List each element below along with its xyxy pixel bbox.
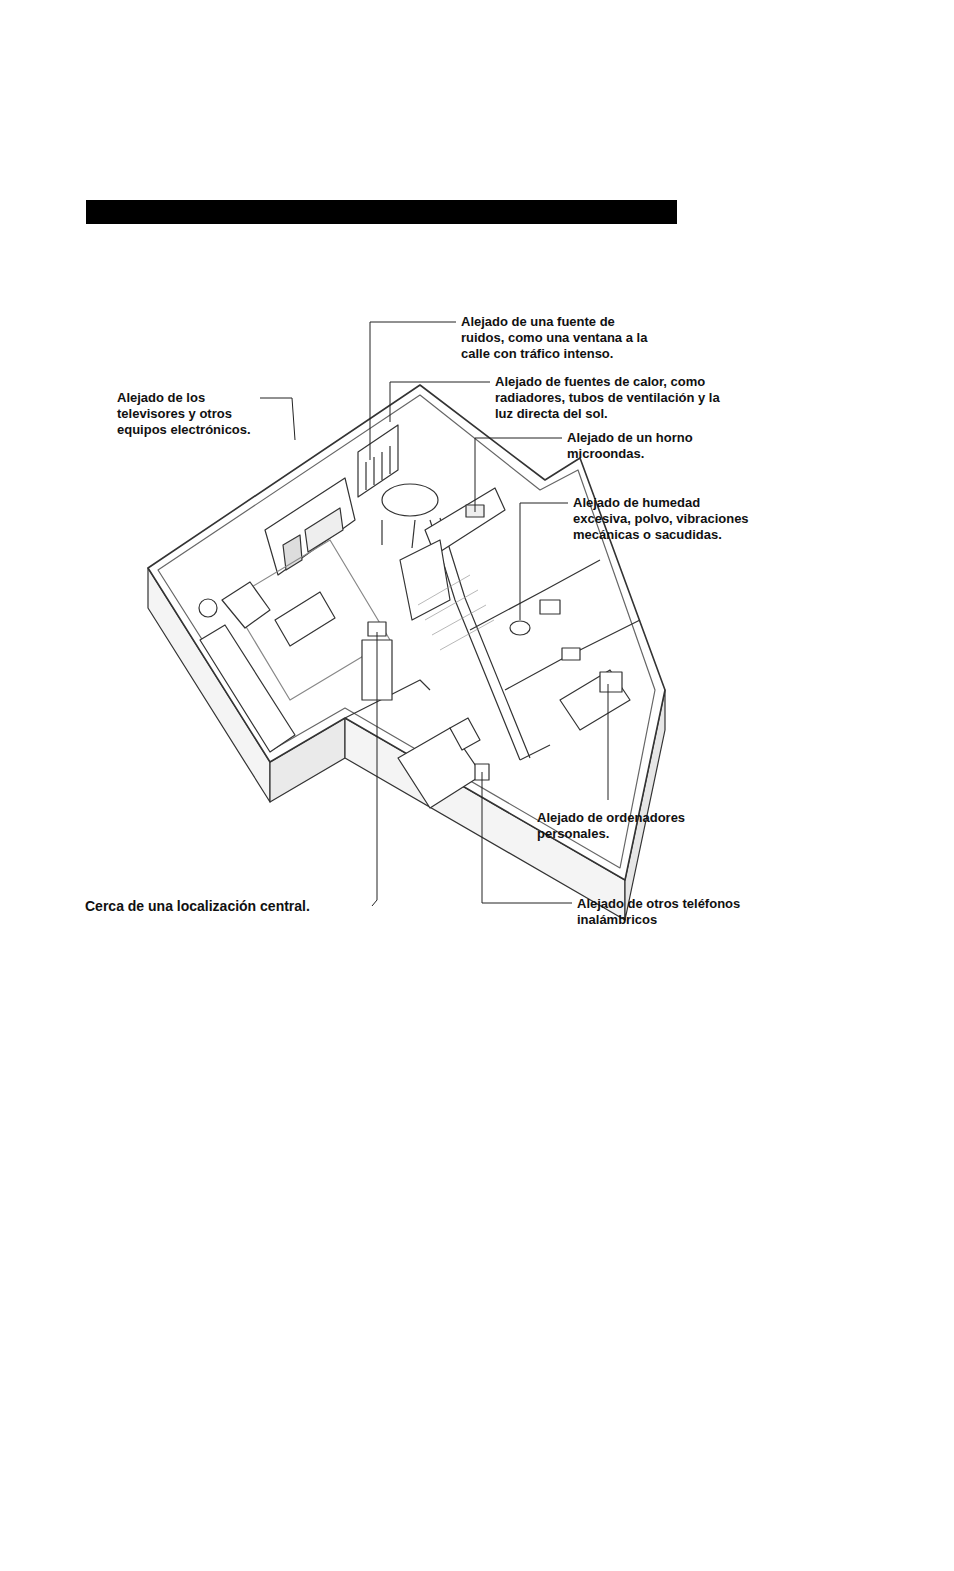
callout-note: Alejado de los televisores y otros equip… (117, 390, 267, 438)
callout-note: Alejado de un horno microondas. (567, 430, 722, 462)
header-bar (86, 200, 677, 224)
callout-note: Alejado de ordenadores personales. (537, 810, 722, 842)
callout-note: Alejado de fuentes de calor, como radiad… (495, 374, 740, 422)
callout-note: Cerca de una localización central. (85, 898, 375, 914)
callout-note: Alejado de humedad excesiva, polvo, vibr… (573, 495, 751, 543)
callout-note: Alejado de una fuente de ruidos, como un… (461, 314, 656, 362)
callout-note: Alejado de otros teléfonos inalámbricos (577, 896, 752, 928)
